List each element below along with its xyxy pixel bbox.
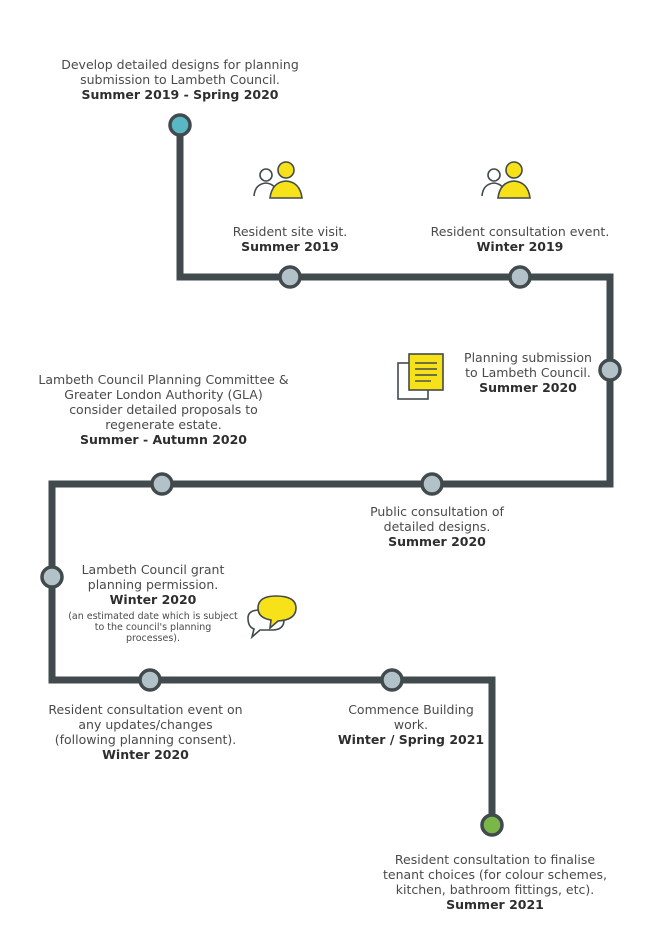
- node-planning-committee: [150, 472, 174, 496]
- node-design: [168, 113, 192, 137]
- step-date: Summer 2021: [446, 897, 544, 912]
- step-label-planning-submission: Planning submission to Lambeth Council. …: [458, 350, 598, 395]
- step-text: Resident site visit.: [232, 224, 348, 239]
- step-date: Winter 2019: [476, 239, 564, 254]
- step-note: (an estimated date which is subject to t…: [68, 611, 238, 644]
- step-date: Winter 2020: [102, 747, 189, 762]
- people-icon: [253, 161, 303, 199]
- step-date: Winter / Spring 2021: [337, 732, 485, 747]
- step-text: Lambeth Council Planning Committee & Gre…: [38, 372, 289, 432]
- step-label-planning-permission: Lambeth Council grant planning permissio…: [68, 562, 238, 644]
- step-label-consultation-event: Resident consultation event. Winter 2019: [415, 224, 625, 254]
- node-planning-permission: [40, 565, 64, 589]
- step-label-tenant-choices: Resident consultation to finalise tenant…: [380, 852, 610, 912]
- step-text: Lambeth Council grant planning permissio…: [81, 562, 225, 592]
- step-label-site-visit: Resident site visit. Summer 2019: [200, 224, 380, 254]
- step-text: Develop detailed designs for planning su…: [61, 57, 299, 87]
- step-date: Summer 2020: [479, 380, 577, 395]
- step-text: Resident consultation to finalise tenant…: [383, 852, 607, 897]
- step-text: Resident consultation event.: [430, 224, 610, 239]
- node-planning-submission: [598, 358, 622, 382]
- step-label-public-consultation: Public consultation of detailed designs.…: [362, 504, 512, 549]
- step-text: Commence Building work.: [348, 702, 474, 732]
- node-tenant-choices: [480, 813, 504, 837]
- step-date: Summer 2020: [388, 534, 486, 549]
- timeline-path: [48, 125, 614, 825]
- step-label-building-work: Commence Building work. Winter / Spring …: [336, 702, 486, 747]
- step-label-updates-event: Resident consultation event on any updat…: [48, 702, 243, 762]
- node-consultation-event: [508, 265, 532, 289]
- step-date: Summer 2019 - Spring 2020: [81, 87, 279, 102]
- step-text: Public consultation of detailed designs.: [370, 504, 504, 534]
- step-text: Planning submission to Lambeth Council.: [464, 350, 592, 380]
- node-building-work: [380, 668, 404, 692]
- node-updates-event: [138, 668, 162, 692]
- step-label-planning-committee: Lambeth Council Planning Committee & Gre…: [36, 372, 291, 447]
- step-date: Summer - Autumn 2020: [80, 432, 247, 447]
- step-date: Winter 2020: [109, 592, 197, 607]
- node-public-consultation: [420, 472, 444, 496]
- step-text: Resident consultation event on any updat…: [48, 702, 243, 747]
- node-site-visit: [278, 265, 302, 289]
- document-icon: [397, 353, 444, 400]
- step-date: Summer 2019: [241, 239, 339, 254]
- people-icon: [481, 161, 531, 199]
- step-label-design: Develop detailed designs for planning su…: [40, 57, 320, 102]
- speech-bubbles-icon: [247, 595, 297, 640]
